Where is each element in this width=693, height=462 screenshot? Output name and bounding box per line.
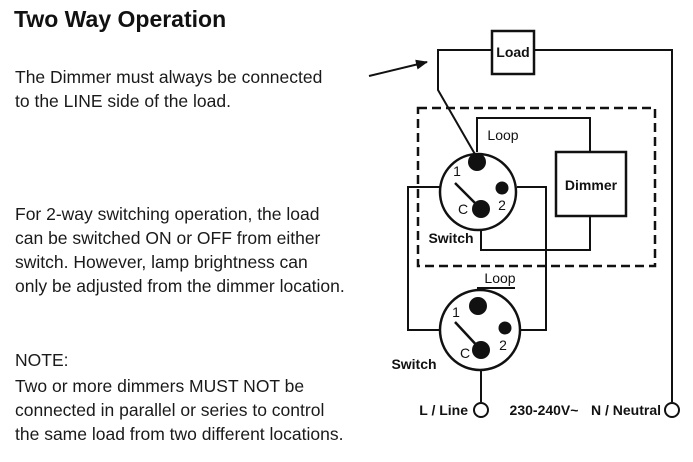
dimmer-unit-enclosure (416, 106, 657, 268)
terminal-1-label: 1 (453, 163, 461, 179)
voltage-label: 230-240V~ (510, 402, 579, 418)
switch-label: Switch (428, 230, 473, 246)
page-title: Two Way Operation (14, 6, 227, 32)
note-heading: NOTE: (15, 350, 69, 370)
line-side-note: The Dimmer must always be connected to t… (15, 65, 322, 113)
terminal-2-dot (498, 321, 512, 335)
wire-traveler-2 (517, 186, 547, 331)
terminal-1-dot (469, 297, 487, 315)
terminal-2-dot (495, 181, 509, 195)
terminal-2-label: 2 (499, 337, 507, 353)
wire-load-neutral (534, 49, 673, 402)
wire-loop-top (476, 117, 591, 152)
note-line: Two or more dimmers MUST NOT be (15, 376, 305, 396)
load-box (490, 29, 536, 76)
switch-lever (454, 321, 482, 351)
terminal-1-label: 1 (452, 304, 460, 320)
note-line: switch. However, lamp brightness can (15, 252, 308, 272)
switch-bottom-body (438, 288, 522, 372)
line-terminal-label: L / Line (419, 402, 468, 418)
note-line: to the LINE side of the load. (15, 91, 231, 111)
wire-traveler-1 (407, 186, 440, 331)
switch-bottom (438, 288, 522, 372)
loop-label: Loop (484, 270, 515, 286)
note-line: the same load from two different locatio… (15, 424, 344, 444)
neutral-terminal (664, 402, 680, 418)
note-body: Two or more dimmers MUST NOT be connecte… (15, 374, 343, 446)
note-line: connected in parallel or series to contr… (15, 400, 325, 420)
switch-top (438, 152, 518, 232)
dimmer-box (554, 150, 628, 218)
note-line: For 2-way switching operation, the load (15, 204, 320, 224)
note-line: only be adjusted from the dimmer locatio… (15, 276, 345, 296)
dimmer-label: Dimmer (565, 177, 618, 193)
switch-lever (454, 182, 482, 210)
load-label: Load (496, 44, 529, 60)
note-line: The Dimmer must always be connected (15, 67, 323, 87)
pointer-arrow (368, 59, 428, 77)
loop-label: Loop (487, 127, 518, 143)
wire-load-line (437, 49, 492, 157)
terminal-c-label: C (458, 201, 468, 217)
line-terminal (473, 402, 489, 418)
two-way-note: For 2-way switching operation, the load … (15, 202, 345, 298)
note-line: can be switched ON or OFF from either (15, 228, 321, 248)
neutral-terminal-label: N / Neutral (591, 402, 661, 418)
terminal-1-dot (468, 153, 486, 171)
switch-label: Switch (391, 356, 436, 372)
terminal-c-label: C (460, 345, 470, 361)
terminal-2-label: 2 (498, 197, 506, 213)
wires (407, 49, 673, 402)
